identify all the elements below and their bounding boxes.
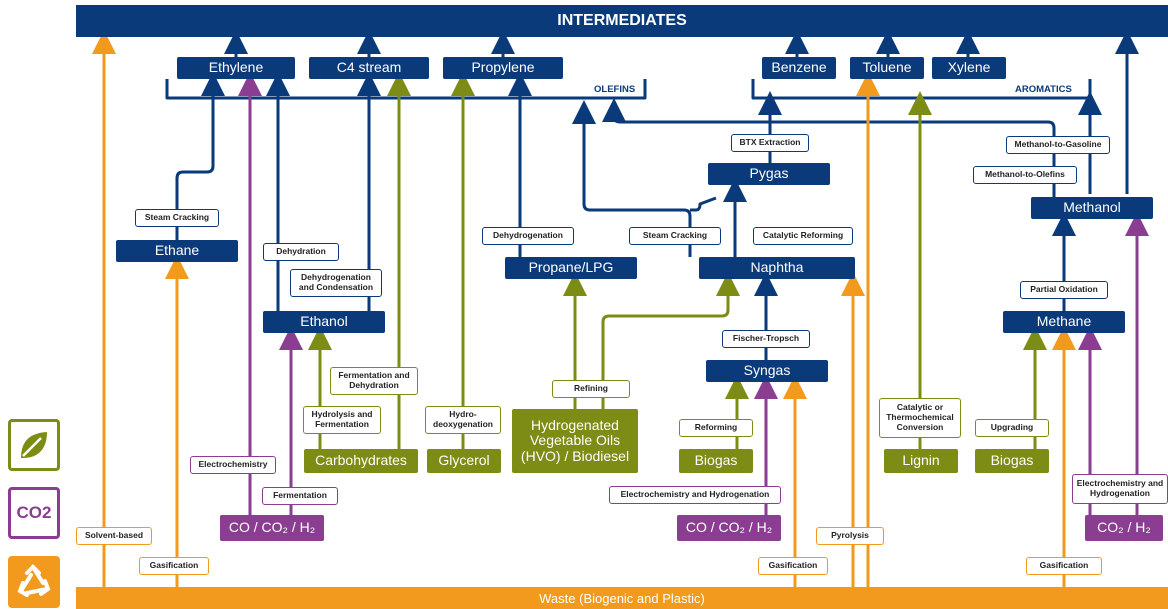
label-catalytic-thermochemical: Catalytic or Thermochemical Conversion	[879, 398, 961, 438]
label-electrochemistry-hydrogenation-1: Electrochemistry and Hydrogenation	[609, 486, 781, 504]
propane-lpg-node: Propane/LPG	[505, 257, 637, 279]
ethanol-node: Ethanol	[263, 311, 385, 333]
label-pyrolysis: Pyrolysis	[816, 527, 884, 545]
label-methanol-to-gasoline: Methanol-to-Gasoline	[1006, 136, 1110, 154]
label-electrochemistry-1: Electrochemistry	[190, 456, 276, 474]
recycle-icon	[8, 556, 60, 608]
label-steam-cracking-1: Steam Cracking	[135, 209, 219, 227]
label-dehydration: Dehydration	[263, 243, 339, 261]
co-co2-h2-node-1: CO / CO₂ / H₂	[220, 515, 324, 541]
biogas-node-1: Biogas	[679, 449, 753, 473]
pygas-node: Pygas	[708, 163, 830, 185]
label-hydrolysis-fermentation: Hydrolysis and Fermentation	[303, 406, 381, 434]
methanol-node: Methanol	[1031, 197, 1153, 219]
xylene-node: Xylene	[932, 57, 1006, 79]
label-upgrading: Upgrading	[975, 419, 1049, 437]
toluene-node: Toluene	[850, 57, 924, 79]
label-hydrodeoxygenation: Hydro- deoxygenation	[425, 406, 501, 434]
glycerol-node: Glycerol	[427, 449, 501, 473]
lignin-node: Lignin	[884, 449, 958, 473]
label-electrochemistry-hydrogenation-2: Electrochemistry and Hydrogenation	[1072, 474, 1168, 504]
label-btx-extraction: BTX Extraction	[731, 134, 809, 152]
label-dehydrogenation: Dehydrogenation	[482, 227, 574, 245]
label-catalytic-reforming: Catalytic Reforming	[753, 227, 853, 245]
co2-icon: CO2	[8, 487, 60, 539]
naphtha-node: Naphtha	[699, 257, 855, 279]
ethane-node: Ethane	[116, 240, 238, 262]
c4-stream-node: C4 stream	[309, 57, 429, 79]
ethylene-node: Ethylene	[177, 57, 295, 79]
label-gasification-2: Gasification	[758, 557, 828, 575]
leaf-icon	[8, 419, 60, 471]
label-steam-cracking-2: Steam Cracking	[629, 227, 721, 245]
intermediates-bar: INTERMEDIATES	[76, 5, 1168, 37]
label-fermentation: Fermentation	[262, 487, 338, 505]
aromatics-label: AROMATICS	[1015, 84, 1072, 95]
label-gasification-3: Gasification	[1026, 557, 1102, 575]
waste-bar: Waste (Biogenic and Plastic)	[76, 587, 1168, 609]
co-co2-h2-node-2: CO / CO₂ / H₂	[677, 515, 781, 541]
label-fischer-tropsch: Fischer-Tropsch	[722, 330, 810, 348]
methane-node: Methane	[1003, 311, 1125, 333]
syngas-node: Syngas	[706, 360, 828, 382]
label-partial-oxidation: Partial Oxidation	[1020, 281, 1108, 299]
propylene-node: Propylene	[443, 57, 563, 79]
biogas-node-2: Biogas	[975, 449, 1049, 473]
carbohydrates-node: Carbohydrates	[304, 449, 418, 473]
label-methanol-to-olefins: Methanol-to-Olefins	[973, 166, 1077, 184]
label-refining: Refining	[552, 380, 630, 398]
label-reforming: Reforming	[679, 419, 753, 437]
hvo-biodiesel-node: Hydrogenated Vegetable Oils (HVO) / Biod…	[512, 409, 638, 473]
label-dehydrogenation-condensation: Dehydrogenation and Condensation	[290, 269, 382, 297]
co2-h2-node: CO₂ / H₂	[1085, 515, 1163, 541]
olefins-label: OLEFINS	[594, 84, 636, 95]
benzene-node: Benzene	[762, 57, 836, 79]
label-solvent-based: Solvent-based	[76, 527, 152, 545]
label-gasification-1: Gasification	[139, 557, 209, 575]
label-fermentation-dehydration: Fermentation and Dehydration	[330, 367, 418, 395]
